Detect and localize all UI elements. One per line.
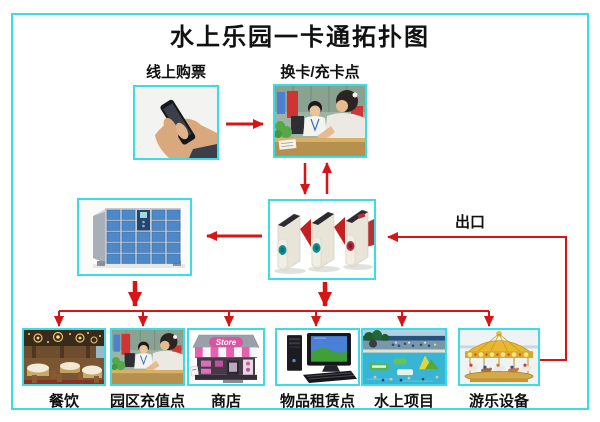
water-label: 水上项目 (373, 393, 434, 410)
diagram-title: 水上乐园一卡通拓扑图 (170, 24, 430, 51)
shop-label: 商店 (210, 393, 241, 410)
carousel-image (458, 328, 540, 386)
restaurant-image (22, 328, 106, 386)
rental-label: 物品租赁点 (279, 393, 355, 410)
rental-computer-image (275, 328, 360, 386)
water-park-icon (363, 330, 445, 384)
card-point-label: 换卡/充卡点 (280, 64, 360, 81)
service-counter-icon (275, 86, 365, 156)
card-counter-image (273, 84, 367, 158)
locker-cabinet-icon (79, 200, 190, 274)
online-ticket-label: 线上购票 (145, 64, 206, 81)
turnstile-gate-image (268, 199, 376, 280)
shop-sign-text: Store (216, 338, 237, 347)
carousel-label: 游乐设备 (468, 393, 529, 410)
computer-icon (277, 330, 358, 384)
recharge-counter-image (110, 328, 185, 386)
recharge-counter-icon (112, 330, 183, 384)
shop-image: Store (187, 328, 265, 386)
shop-icon: Store (189, 330, 263, 384)
phone-icon (135, 87, 217, 158)
water-attraction-image (361, 328, 447, 386)
restaurant-label: 餐饮 (48, 393, 79, 410)
exit-label: 出口 (454, 214, 485, 231)
locker-image (77, 198, 192, 276)
recharge-label: 园区充值点 (109, 393, 185, 410)
phone-ticket-image (133, 85, 219, 160)
carousel-icon (460, 330, 538, 384)
restaurant-icon (24, 330, 104, 384)
turnstile-icon (270, 201, 374, 278)
